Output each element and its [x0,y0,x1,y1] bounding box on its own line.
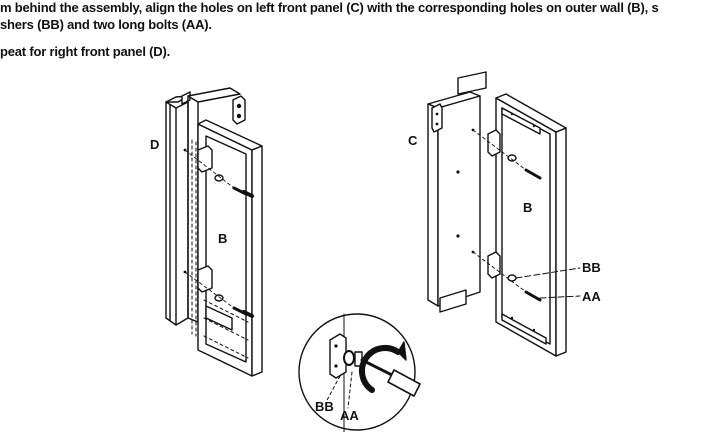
outer-wall-b-left [183,119,263,377]
label-panel-d: D [150,137,159,152]
instruction-text: m behind the assembly, align the holes o… [0,0,702,61]
front-panel-d [165,91,191,326]
top-bracket-left [232,95,246,125]
outer-wall-b-right [472,93,567,357]
label-panel-c: C [408,133,418,148]
instruction-line-2: shers (BB) and two long bolts (AA). [0,17,212,32]
left-assembly [165,87,263,377]
instruction-line-3: peat for right front panel (D). [0,44,171,59]
label-wall-b-left: B [218,231,227,246]
label-wall-b-right: B [523,200,532,215]
label-bolt-callout: AA [582,289,601,304]
right-assembly [427,71,581,357]
callout-line-aa [539,295,581,299]
detail-label-bolt: AA [340,408,359,423]
front-panel-c [427,71,487,313]
detail-label-washer: BB [315,399,334,414]
callout-line-bb [515,267,581,279]
detail-zoom [298,313,421,432]
instruction-line-1: m behind the assembly, align the holes o… [0,0,659,15]
label-washer-callout: BB [582,260,601,275]
